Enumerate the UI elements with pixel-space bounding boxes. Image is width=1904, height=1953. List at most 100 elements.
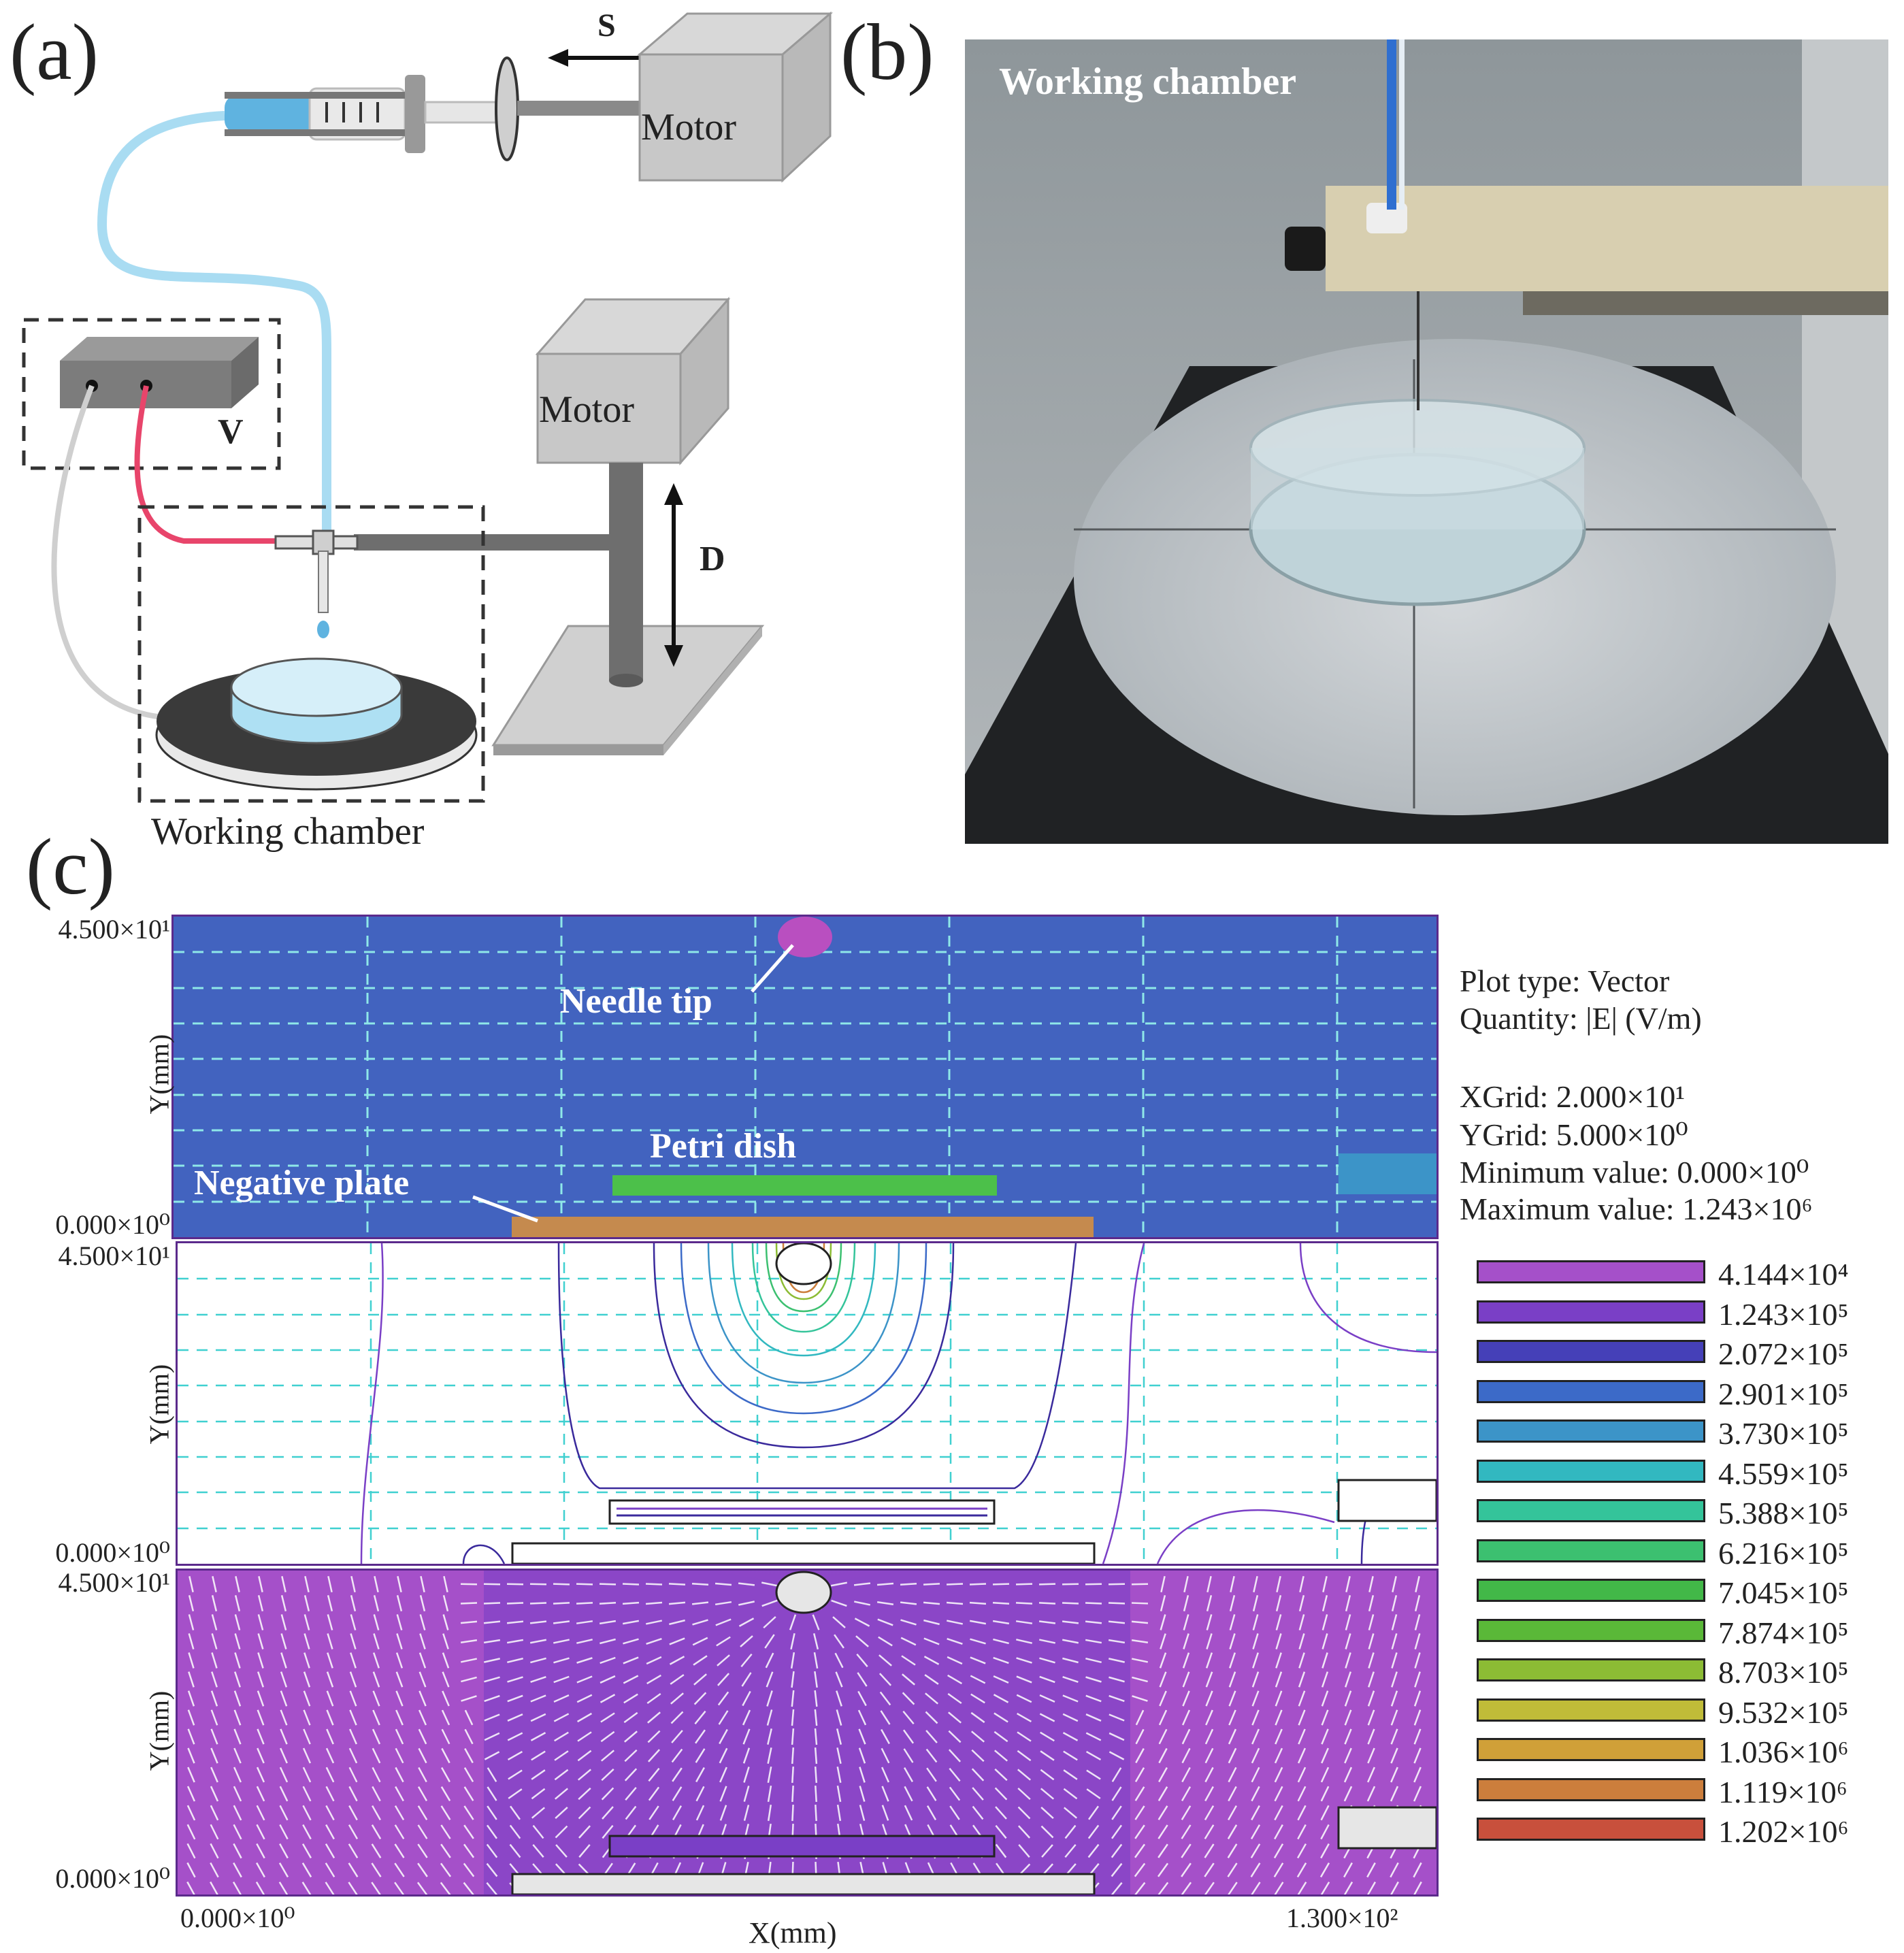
field-arrow xyxy=(483,1620,501,1624)
legend-swatch xyxy=(1477,1419,1705,1443)
field-arrow xyxy=(255,1882,266,1897)
field-arrow xyxy=(670,1674,685,1685)
field-arrow xyxy=(672,1767,683,1782)
field-arrow xyxy=(529,1639,547,1644)
field-arrow xyxy=(692,1619,708,1626)
field-arrow xyxy=(1181,1747,1191,1764)
field-arrow xyxy=(693,1673,707,1686)
plot2-ylabel: Y(mm) xyxy=(144,1364,175,1445)
field-arrow xyxy=(1368,1633,1375,1650)
field-arrow xyxy=(442,1652,450,1669)
field-arrow xyxy=(280,1633,287,1650)
field-arrow xyxy=(509,1843,521,1858)
field-arrow xyxy=(578,1787,591,1801)
field-arrow xyxy=(257,1728,265,1745)
field-arrow xyxy=(1275,1709,1283,1726)
field-arrow xyxy=(1297,1805,1307,1821)
field-arrow xyxy=(924,1674,939,1685)
field-arrow xyxy=(947,1711,962,1724)
field-arrow xyxy=(1183,1614,1189,1630)
field-arrow xyxy=(1109,1713,1125,1722)
field-arrow xyxy=(441,1709,450,1726)
negative-plate-label: Negative plate xyxy=(194,1164,410,1202)
field-arrow xyxy=(717,1673,729,1686)
field-arrow xyxy=(327,1614,333,1630)
field-arrow xyxy=(766,1690,773,1707)
field-arrow xyxy=(372,1690,380,1707)
field-arrow xyxy=(1274,1786,1283,1802)
field-arrow xyxy=(486,1862,498,1877)
field-arrow xyxy=(187,1767,195,1783)
field-arrow xyxy=(233,1747,242,1764)
field-arrow xyxy=(1204,1805,1215,1820)
field-arrow xyxy=(1131,1639,1149,1644)
field-arrow xyxy=(348,1786,358,1802)
field-arrow xyxy=(442,1690,450,1707)
field-arrow xyxy=(578,1844,591,1858)
field-arrow xyxy=(1228,1709,1236,1726)
field-arrow xyxy=(600,1675,616,1684)
field-arrow xyxy=(602,1824,614,1839)
field-arrow xyxy=(1183,1576,1189,1592)
field-arrow xyxy=(418,1690,427,1707)
field-arrow xyxy=(553,1675,570,1684)
field-arrow xyxy=(1275,1633,1282,1650)
field-arrow xyxy=(279,1805,289,1821)
field-arrow xyxy=(624,1749,638,1762)
field-arrow xyxy=(1135,1728,1145,1745)
field-arrow xyxy=(349,1690,357,1707)
field-arrow xyxy=(742,1690,751,1707)
field-arrow xyxy=(601,1787,614,1801)
field-arrow xyxy=(1413,1881,1422,1897)
field-arrow xyxy=(994,1750,1008,1762)
field-arrow xyxy=(902,1673,915,1686)
field-arrow xyxy=(854,1618,870,1627)
field-arrow xyxy=(233,1786,242,1802)
field-arrow xyxy=(441,1728,450,1745)
field-arrow xyxy=(972,1787,984,1801)
field-arrow xyxy=(1135,1747,1145,1764)
field-arrow xyxy=(327,1576,333,1592)
field-arrow xyxy=(1296,1862,1307,1877)
field-arrow xyxy=(648,1767,660,1782)
legend-item: 1.036×10⁶ xyxy=(1477,1735,1892,1769)
field-arrow xyxy=(1414,1671,1421,1688)
field-arrow xyxy=(1085,1694,1102,1703)
field-arrow xyxy=(1344,1671,1352,1688)
field-arrow xyxy=(1321,1671,1329,1688)
field-arrow xyxy=(600,1712,615,1723)
field-arrow xyxy=(487,1786,497,1801)
field-arrow xyxy=(1062,1583,1079,1586)
field-arrow xyxy=(1229,1633,1236,1650)
field-arrow xyxy=(1205,1690,1213,1707)
field-arrow xyxy=(350,1595,357,1611)
field-arrow xyxy=(233,1728,242,1745)
field-arrow xyxy=(1015,1583,1033,1586)
field-arrow xyxy=(1017,1806,1031,1820)
field-arrow xyxy=(303,1671,311,1688)
field-arrow xyxy=(531,1750,546,1761)
field-arrow xyxy=(281,1576,286,1592)
field-arrow xyxy=(1182,1652,1190,1669)
field-arrow xyxy=(256,1843,265,1859)
field-arrow xyxy=(764,1634,775,1649)
legend-swatch xyxy=(1477,1260,1705,1283)
field-arrow xyxy=(1040,1806,1054,1820)
field-arrow xyxy=(1108,1639,1126,1644)
x-max-tick: 1.300×10² xyxy=(1286,1903,1398,1933)
field-arrow xyxy=(371,1862,382,1877)
field-arrow xyxy=(1415,1576,1420,1592)
field-arrow xyxy=(553,1583,570,1586)
legend-label: 5.388×10⁵ xyxy=(1718,1496,1849,1530)
field-arrow xyxy=(1228,1805,1237,1821)
field-arrow xyxy=(397,1576,402,1592)
field-arrow xyxy=(417,1786,428,1802)
field-arrow xyxy=(923,1619,940,1626)
field-arrow xyxy=(555,1844,568,1858)
field-arrow xyxy=(211,1633,218,1650)
field-arrow xyxy=(302,1805,312,1821)
legend-label: 7.045×10⁵ xyxy=(1718,1575,1849,1610)
field-arrow xyxy=(1064,1843,1077,1858)
field-arrow xyxy=(1228,1747,1237,1764)
field-arrow xyxy=(1085,1639,1102,1644)
